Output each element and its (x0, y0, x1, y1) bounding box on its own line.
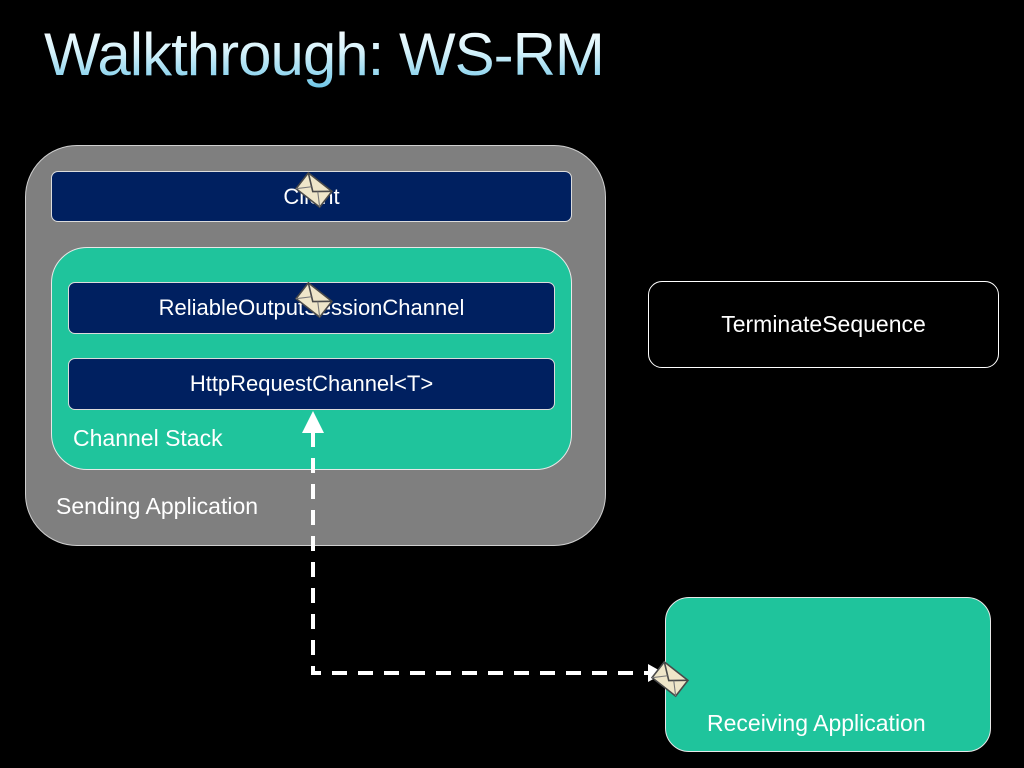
receiving-application-box (665, 597, 991, 752)
terminate-sequence-label: TerminateSequence (721, 311, 926, 337)
envelope-icon (650, 660, 690, 698)
envelope-icon (294, 281, 334, 319)
envelope-icon (294, 171, 334, 209)
channel-stack-label: Channel Stack (73, 425, 223, 451)
terminate-sequence-message-box: TerminateSequence (648, 281, 999, 368)
slide-title: Walkthrough: WS-RM (44, 21, 605, 88)
http-request-channel-label: HttpRequestChannel<T> (189, 371, 434, 396)
sending-application-label: Sending Application (56, 493, 259, 519)
http-request-channel-bar: HttpRequestChannel<T> (68, 358, 555, 410)
receiving-application-label: Receiving Application (707, 710, 926, 736)
